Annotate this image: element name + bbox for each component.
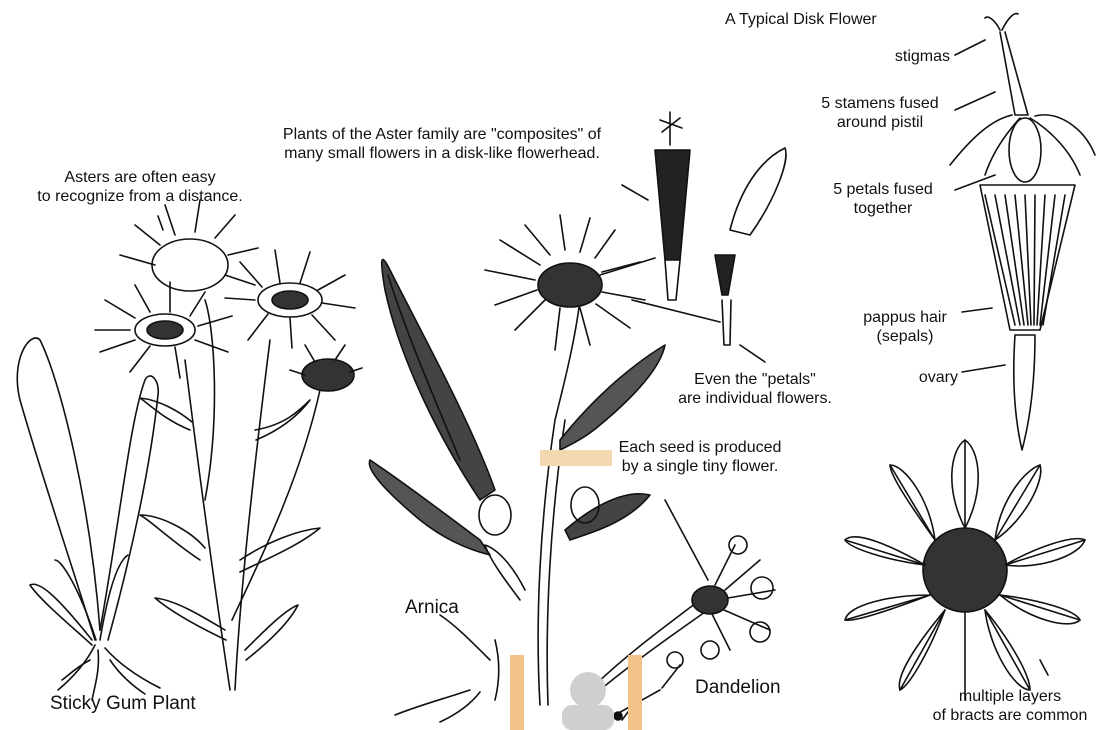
bracts-caption-line1: multiple layers xyxy=(915,687,1101,706)
composites-caption-line1: Plants of the Aster family are "composit… xyxy=(222,125,662,144)
fused-petals-label-line1: 5 petals fused xyxy=(808,180,958,199)
ray-floret-drawing xyxy=(715,148,786,362)
seed-caption-line2: by a single tiny flower. xyxy=(585,457,815,476)
bracts-caption-line2: of bracts are common xyxy=(915,706,1101,725)
seed-caption: Each seed is produced by a single tiny f… xyxy=(585,438,815,476)
stamens-label-line1: 5 stamens fused xyxy=(800,94,960,113)
asters-caption: Asters are often easy to recognize from … xyxy=(5,168,275,206)
seed-caption-line1: Each seed is produced xyxy=(585,438,815,457)
bracts-caption: multiple layers of bracts are common xyxy=(915,687,1101,725)
ovary-label: ovary xyxy=(880,368,958,387)
petals-caption: Even the "petals" are individual flowers… xyxy=(655,370,855,408)
arnica-label: Arnica xyxy=(405,597,459,619)
pappus-label: pappus hair (sepals) xyxy=(850,308,960,346)
petals-caption-line2: are individual flowers. xyxy=(655,389,855,408)
asters-caption-line1: Asters are often easy xyxy=(5,168,275,187)
fused-petals-label: 5 petals fused together xyxy=(808,180,958,218)
sticky-gum-plant-drawing xyxy=(17,200,362,700)
dandelion-label: Dandelion xyxy=(695,677,781,699)
sticky-gum-plant-label: Sticky Gum Plant xyxy=(50,693,196,715)
bract-rosette-drawing xyxy=(845,440,1085,700)
pappus-label-line1: pappus hair xyxy=(850,308,960,327)
composites-caption: Plants of the Aster family are "composit… xyxy=(222,125,662,163)
pappus-label-line2: (sepals) xyxy=(850,327,960,346)
stamens-label-line2: around pistil xyxy=(800,113,960,132)
stigmas-label: stigmas xyxy=(830,47,950,66)
composites-caption-line2: many small flowers in a disk-like flower… xyxy=(222,144,662,163)
disk-flower-title: A Typical Disk Flower xyxy=(725,10,877,29)
petals-caption-line1: Even the "petals" xyxy=(655,370,855,389)
stamens-label: 5 stamens fused around pistil xyxy=(800,94,960,132)
asters-caption-line2: to recognize from a distance. xyxy=(5,187,275,206)
disk-flower-drawing xyxy=(950,14,1095,450)
fused-petals-label-line2: together xyxy=(808,199,958,218)
